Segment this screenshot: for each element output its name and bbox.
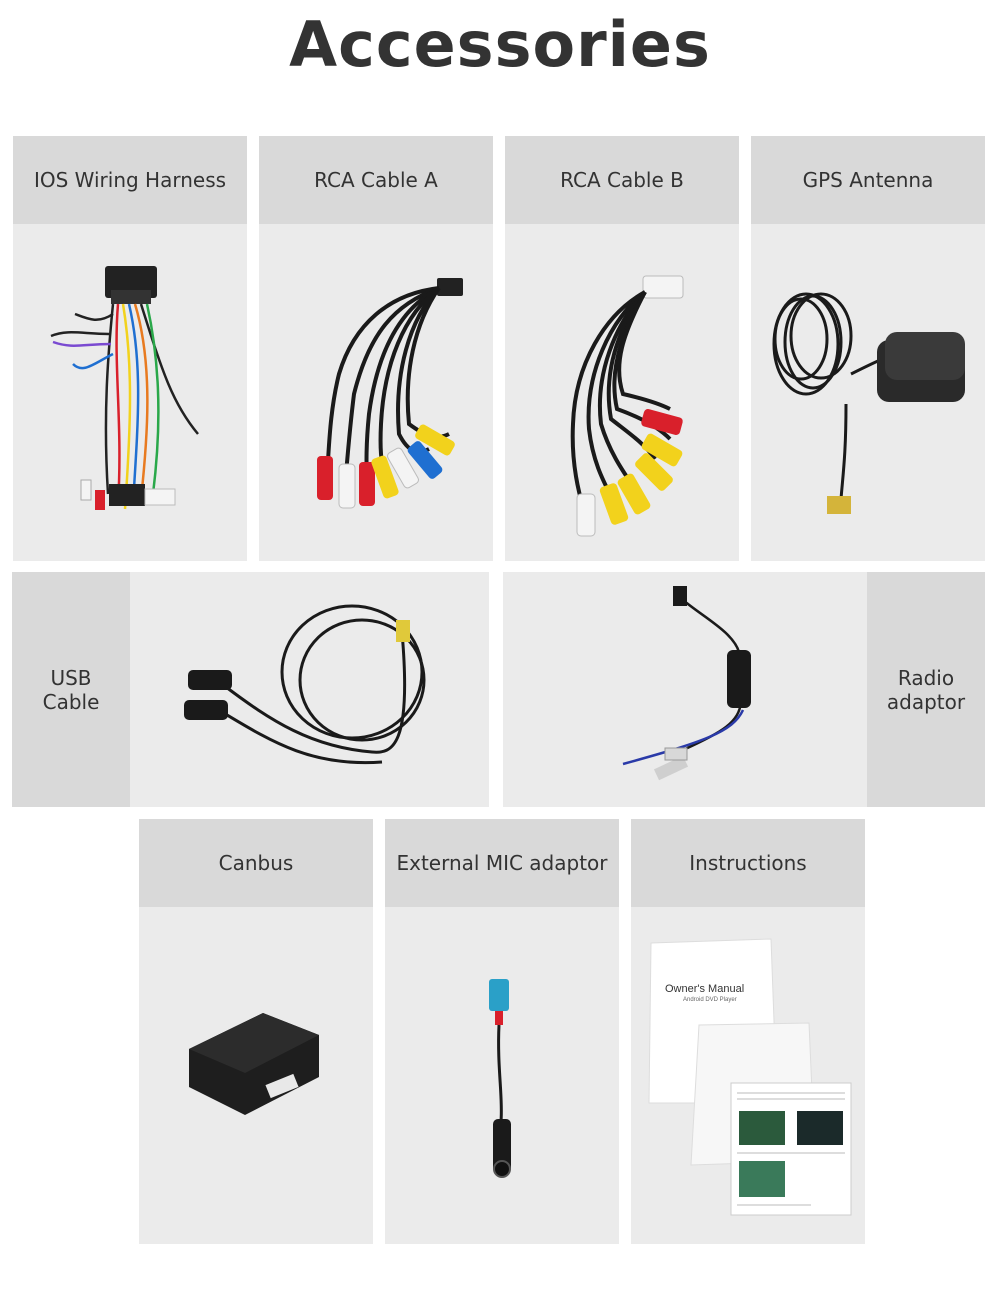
accessory-label: Canbus <box>139 819 373 907</box>
accessory-card-rca-cable-b: RCA Cable B <box>505 136 739 561</box>
page-title: Accessories <box>289 8 711 81</box>
accessory-card-usb-cable: USB Cable <box>12 572 489 807</box>
rca-cable-b-image <box>505 224 739 561</box>
accessory-card-instructions: Instructions Owner's Manual Android DVD … <box>631 819 865 1244</box>
accessory-label: RCA Cable A <box>259 136 493 224</box>
usb-cable-image <box>184 604 426 765</box>
accessory-card-rca-cable-a: RCA Cable A <box>259 136 493 561</box>
mic-adaptor-image <box>385 907 619 1244</box>
accessory-card-canbus: Canbus <box>139 819 373 1244</box>
accessory-label: Radio adaptor <box>867 572 985 807</box>
accessory-label: Instructions <box>631 819 865 907</box>
accessory-card-gps-antenna: GPS Antenna <box>751 136 985 561</box>
radio-adaptor-image <box>622 586 751 781</box>
accessory-card-radio-adaptor: Radio adaptor <box>503 572 985 807</box>
canbus-box-image <box>139 907 373 1244</box>
accessory-label: GPS Antenna <box>751 136 985 224</box>
wiring-harness-image <box>13 224 247 561</box>
manual-cover-title: Owner's Manual <box>665 983 745 995</box>
accessory-label: USB Cable <box>12 572 130 807</box>
manual-cover-subtitle: Android DVD Player <box>683 997 737 1003</box>
gps-antenna-image <box>751 224 985 561</box>
accessory-label: IOS Wiring Harness <box>13 136 247 224</box>
manual-image: Owner's Manual Android DVD Player <box>631 907 865 1244</box>
accessory-label: External MIC adaptor <box>385 819 619 907</box>
accessory-label: RCA Cable B <box>505 136 739 224</box>
accessory-card-wiring-harness: IOS Wiring Harness <box>13 136 247 561</box>
rca-cable-a-image <box>259 224 493 561</box>
accessory-card-mic-adaptor: External MIC adaptor <box>385 819 619 1244</box>
